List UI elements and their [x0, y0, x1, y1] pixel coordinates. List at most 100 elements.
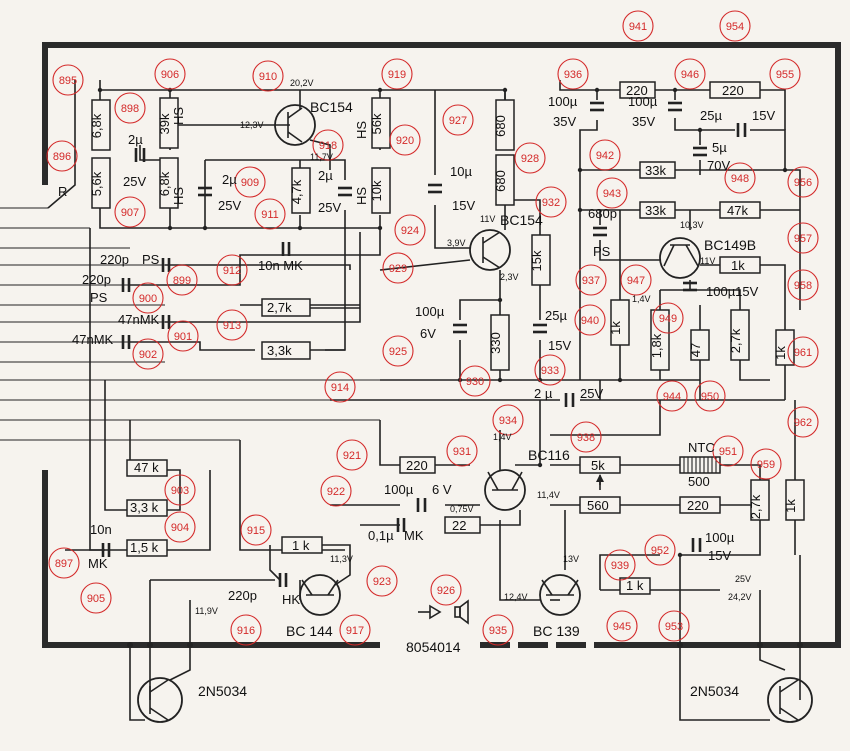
ref-bubble-898: 898 — [114, 92, 146, 124]
transistor-right-2n5034 — [767, 677, 813, 723]
potentiometer-arrow — [596, 474, 604, 490]
ref-bubble-text: 918 — [319, 140, 337, 152]
ref-bubble-916: 916 — [230, 614, 262, 646]
component-label: BC154 — [500, 212, 543, 228]
ref-bubble-918: 918 — [312, 129, 344, 161]
ref-bubble-955: 955 — [769, 58, 801, 90]
component-label: 47k — [727, 203, 748, 218]
component-label: 12,3V — [240, 120, 264, 130]
ref-bubble-text: 916 — [237, 625, 255, 637]
resistors — [91, 81, 805, 595]
ref-bubble-text: 924 — [401, 225, 419, 237]
resistor-906 — [159, 97, 179, 149]
component-label: 220p — [100, 252, 129, 267]
component-label: 25V — [318, 200, 341, 215]
ref-bubble-text: 937 — [582, 275, 600, 287]
ref-bubble-text: 938 — [577, 432, 595, 444]
resistor-954 — [709, 81, 761, 99]
ref-bubble-text: 950 — [701, 391, 719, 403]
ref-bubble-text: 926 — [437, 585, 455, 597]
component-label: 47nMK — [118, 312, 160, 327]
resistor-927 — [495, 99, 515, 151]
component-label: 24,2V — [728, 592, 752, 602]
ref-bubble-text: 911 — [261, 209, 279, 221]
component-label: BC 139 — [533, 623, 580, 639]
component-label: 15V — [452, 198, 475, 213]
ref-bubble-text: 928 — [521, 153, 539, 165]
component-label: 10µ — [450, 164, 472, 179]
resistor-913 — [261, 298, 311, 317]
ref-bubble-text: 899 — [173, 275, 191, 287]
component-label: 10n — [90, 522, 112, 537]
ref-bubble-903: 903 — [164, 474, 196, 506]
ref-bubble-932: 932 — [535, 186, 567, 218]
resistor-943 — [639, 201, 676, 219]
component-label: BC 144 — [286, 623, 333, 639]
ref-bubble-922: 922 — [320, 475, 352, 507]
component-label: 2N5034 — [690, 683, 739, 699]
ref-bubble-961: 961 — [787, 336, 819, 368]
ref-bubble-text: 952 — [651, 545, 669, 557]
ref-bubble-text: 897 — [55, 558, 73, 570]
component-label: 10,3V — [680, 220, 704, 230]
component-label: 220 — [722, 83, 744, 98]
resistor-907 — [159, 157, 179, 209]
component-label: 0,1µ — [368, 528, 394, 543]
ref-bubble-962: 962 — [787, 406, 819, 438]
transistor-947 — [659, 237, 701, 279]
component-label: 6V — [420, 326, 436, 341]
component-label: 33k — [645, 163, 666, 178]
ref-bubble-936: 936 — [557, 58, 589, 90]
ref-bubble-946: 946 — [674, 58, 706, 90]
ref-bubble-945: 945 — [606, 610, 638, 642]
component-label: 220 — [687, 498, 709, 513]
resistor-911 — [291, 167, 311, 214]
resistor-950 — [730, 309, 750, 361]
ref-bubble-text: 935 — [489, 625, 507, 637]
resistor-941 — [619, 81, 656, 99]
ref-bubble-897: 897 — [48, 547, 80, 579]
component-label: 6,8k — [89, 113, 104, 138]
ref-bubble-text: 927 — [449, 115, 467, 127]
ref-bubble-text: 946 — [681, 69, 699, 81]
component-label: 11,3V — [330, 554, 353, 564]
component-label: 3,9V — [447, 238, 466, 248]
resistor-915 — [281, 536, 323, 554]
ref-bubble-925: 925 — [382, 335, 414, 367]
component-label: 6,8k — [157, 171, 172, 196]
resistor-896 — [91, 157, 111, 209]
ref-bubble-text: 942 — [596, 150, 614, 162]
ref-bubble-text: 919 — [388, 69, 406, 81]
component-label: 25V — [218, 198, 241, 213]
ref-bubble-910: 910 — [252, 60, 284, 92]
component-label: 20,2V — [290, 78, 314, 88]
ref-bubble-940: 940 — [574, 304, 606, 336]
component-label: 220 — [626, 83, 648, 98]
component-label: 220p — [82, 272, 111, 287]
component-label: 22 — [452, 518, 466, 533]
component-label: 10k — [369, 180, 384, 201]
ref-bubble-text: 956 — [794, 177, 812, 189]
ref-bubble-923: 923 — [366, 565, 398, 597]
ref-bubble-934: 934 — [492, 404, 524, 436]
component-label: 220p — [228, 588, 257, 603]
component-label: R — [58, 184, 67, 199]
resistor-959 — [750, 479, 770, 521]
ref-bubble-926: 926 — [430, 574, 462, 606]
resistor-914 — [261, 341, 311, 360]
resistor-961 — [775, 329, 795, 366]
transistors — [137, 104, 813, 723]
ref-bubble-text: 906 — [161, 69, 179, 81]
ref-bubble-919: 919 — [381, 58, 413, 90]
ref-bubble-957: 957 — [787, 222, 819, 254]
ref-bubble-text: 922 — [327, 486, 345, 498]
resistor-945 — [619, 577, 651, 595]
component-label: 3,3k — [267, 343, 292, 358]
ref-bubble-text: 895 — [59, 75, 77, 87]
ref-bubble-950: 950 — [694, 380, 726, 412]
component-label: 13V — [563, 554, 579, 564]
component-label: 100µ15V — [706, 284, 759, 299]
component-label: 11,9V — [195, 606, 218, 616]
component-label: PS — [593, 244, 611, 259]
